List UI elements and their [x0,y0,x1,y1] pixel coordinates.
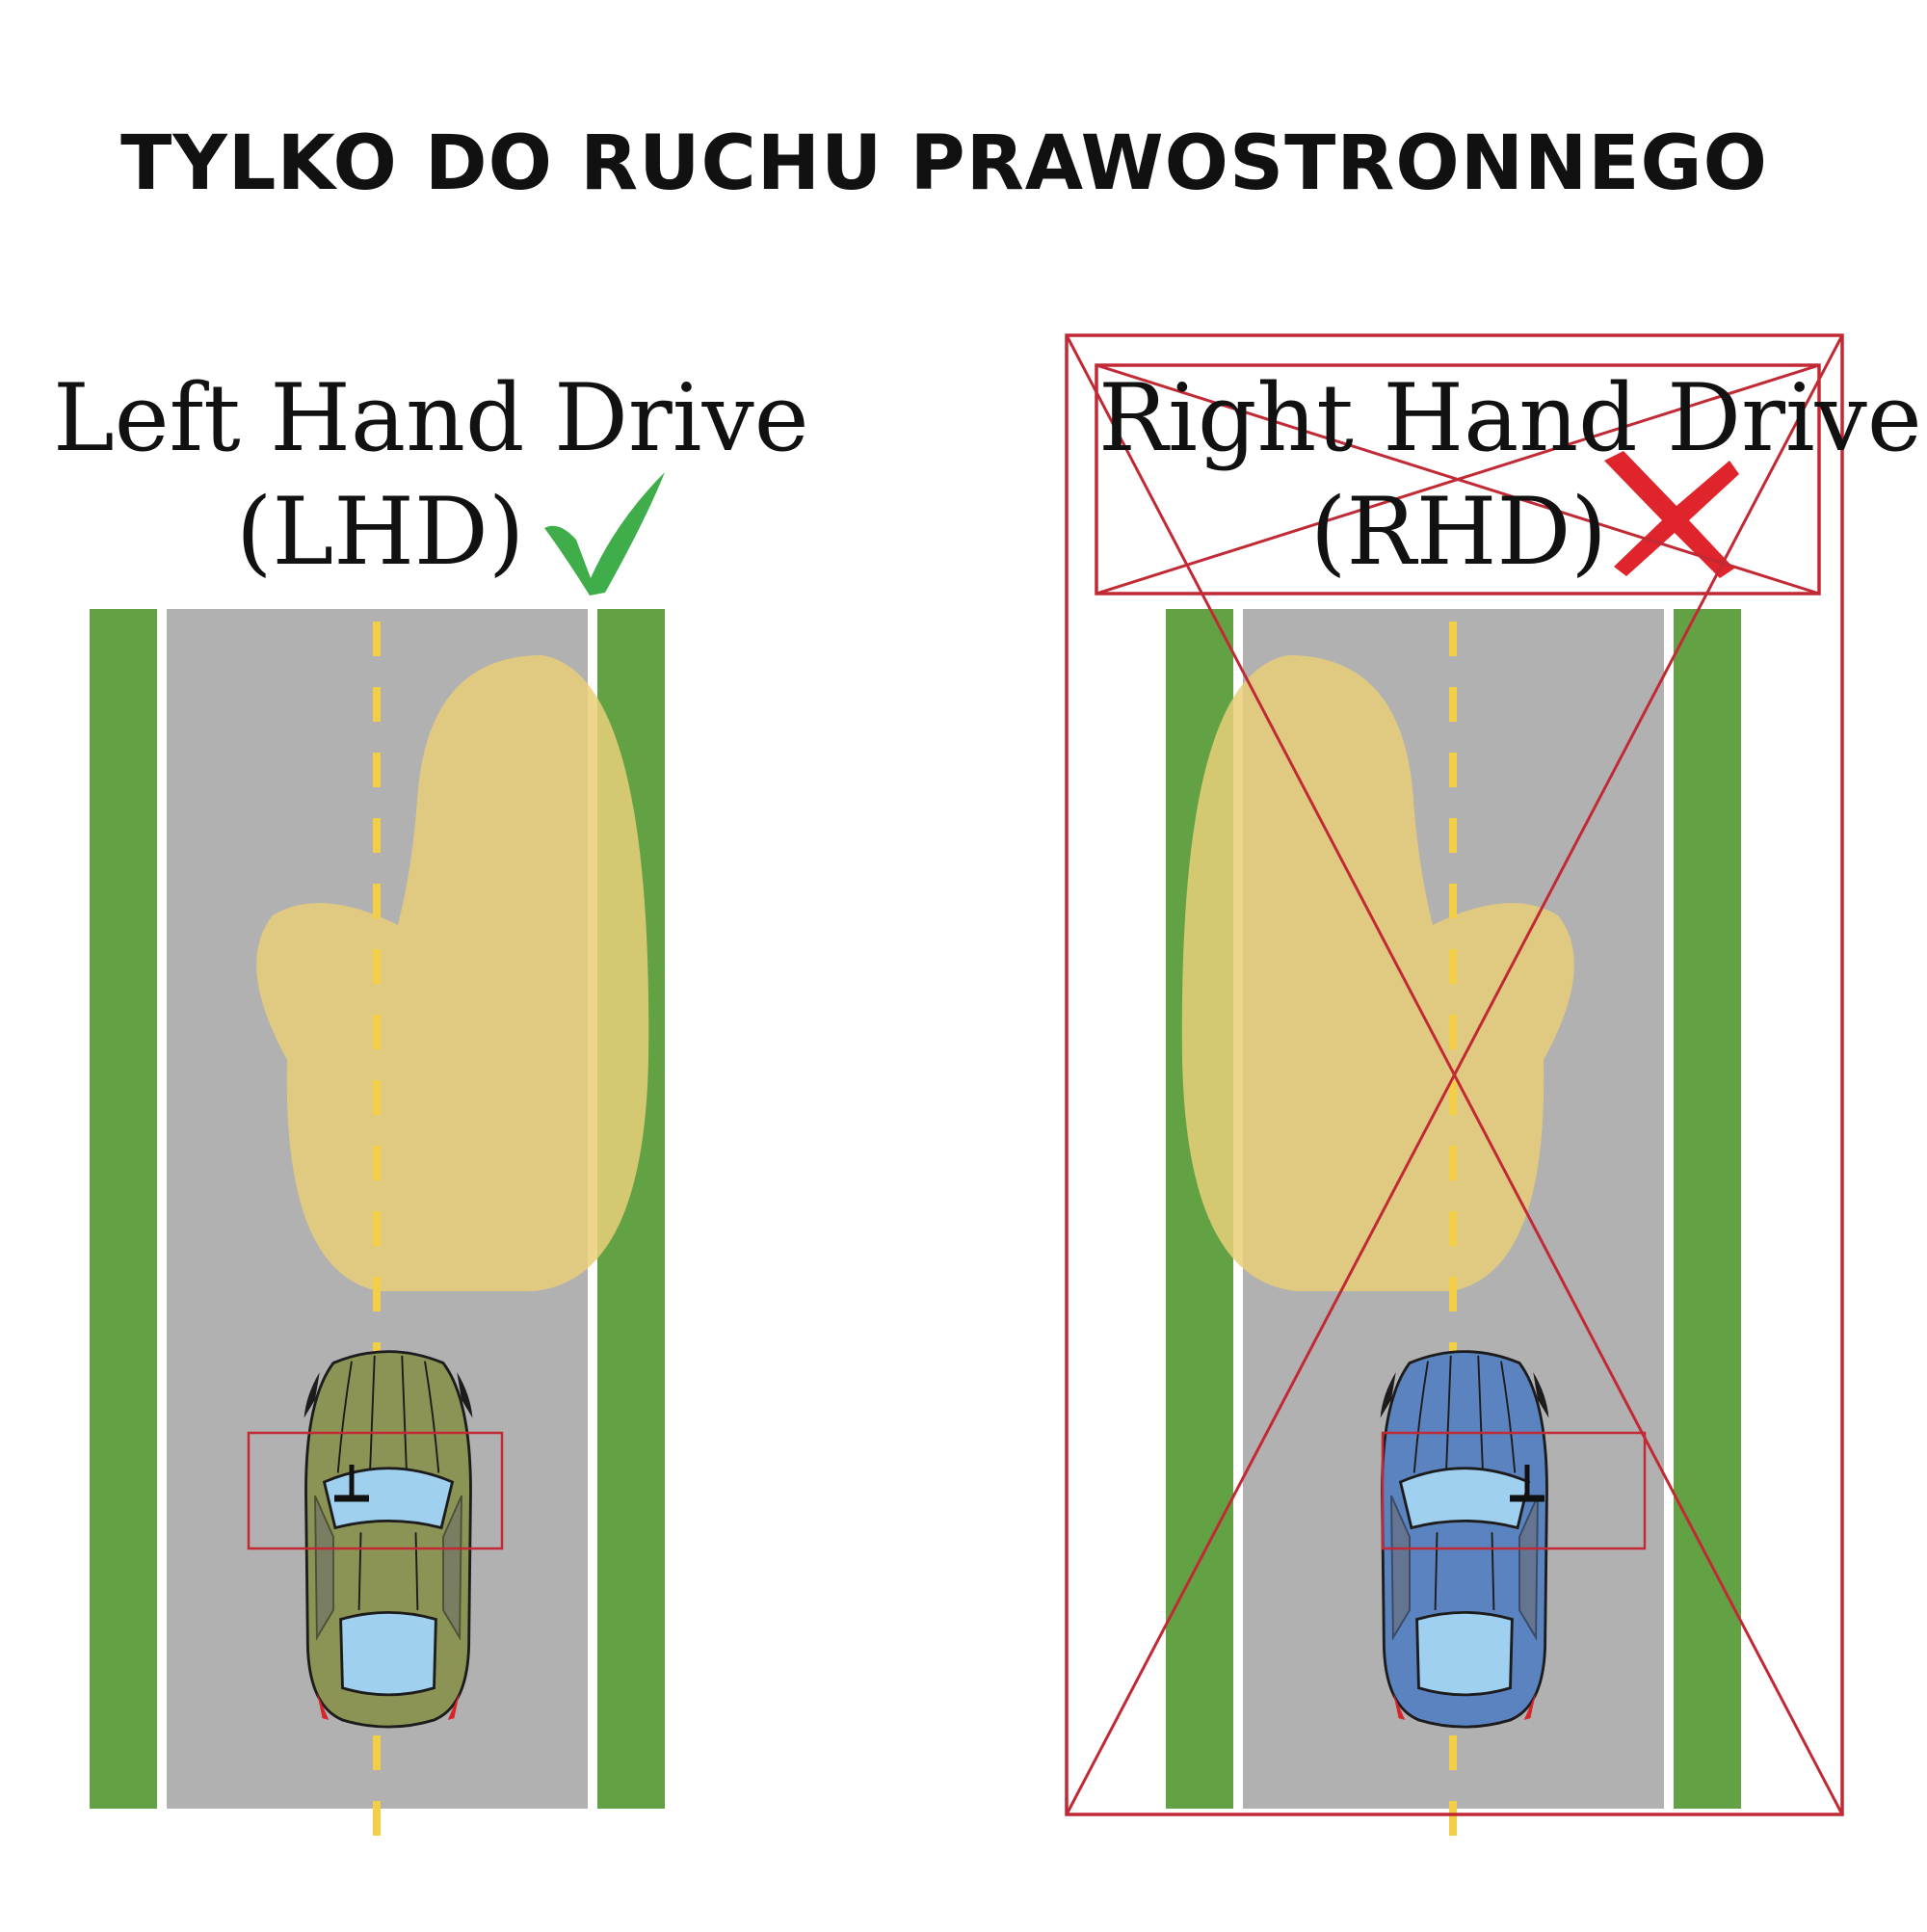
rhd-strike-diagonal [1065,334,1844,1815]
rhd-driver-highlight-box [1381,1431,1647,1550]
lhd-lane-dash [373,1277,381,1311]
lhd-lane-dash [373,687,381,722]
rhd-lane-dash [1449,1801,1457,1836]
lhd-driver-highlight-box [247,1431,504,1550]
check-icon [544,472,665,595]
lhd-grass-left [90,609,157,1809]
rhd-lane-dash [1449,1735,1457,1770]
lhd-lane-dash [373,949,381,984]
lhd-lane-dash [373,818,381,853]
lhd-lane-dash [373,1801,381,1836]
rhd-lane-dash [1449,1211,1457,1246]
rhd-outer-strike-frame [1065,333,1844,1816]
rhd-label-strike-frame [1095,363,1821,595]
lhd-lane-dash [373,622,381,656]
lhd-lane-dash [373,1211,381,1246]
page-title: TYLKO DO RUCHU PRAWOSTRONNEGO [120,120,1768,207]
rhd-lane-dash [1449,753,1457,787]
rhd-headlight-beam [1181,655,1574,1291]
lhd-lane-dash [373,1146,381,1180]
lhd-lane-dash [373,1015,381,1049]
rhd-lane-dash [1449,949,1457,984]
lhd-label-line2: (LHD) [236,478,525,586]
lhd-lane-dash [373,753,381,787]
rhd-label-strike-diagonal [1095,363,1820,595]
rhd-lane-dash [1449,687,1457,722]
lhd-lane-dash [373,1080,381,1115]
rhd-lane-dash [1449,818,1457,853]
rhd-lane-dash [1449,1146,1457,1180]
rhd-label-line1: Right Hand Drive [1098,364,1922,472]
rhd-lane-dash [1449,1080,1457,1115]
rhd-grass-right [1674,609,1741,1809]
rhd-lane-dash [1449,1015,1457,1049]
lhd-lane-dash [373,1735,381,1770]
cross-icon [1604,451,1739,578]
lhd-label-line1: Left Hand Drive [53,364,809,472]
rhd-lane-dash [1449,884,1457,918]
lhd-headlight-beam [256,655,649,1291]
rhd-lane-dash [1449,1277,1457,1311]
rhd-scene [1065,333,1844,1836]
rhd-car [1379,1350,1550,1729]
lhd-car [303,1350,474,1729]
lhd-lane-dash [373,884,381,918]
lhd-scene [90,472,665,1836]
rhd-label-line2: (RHD) [1310,478,1607,586]
rhd-lane-dash [1449,622,1457,656]
